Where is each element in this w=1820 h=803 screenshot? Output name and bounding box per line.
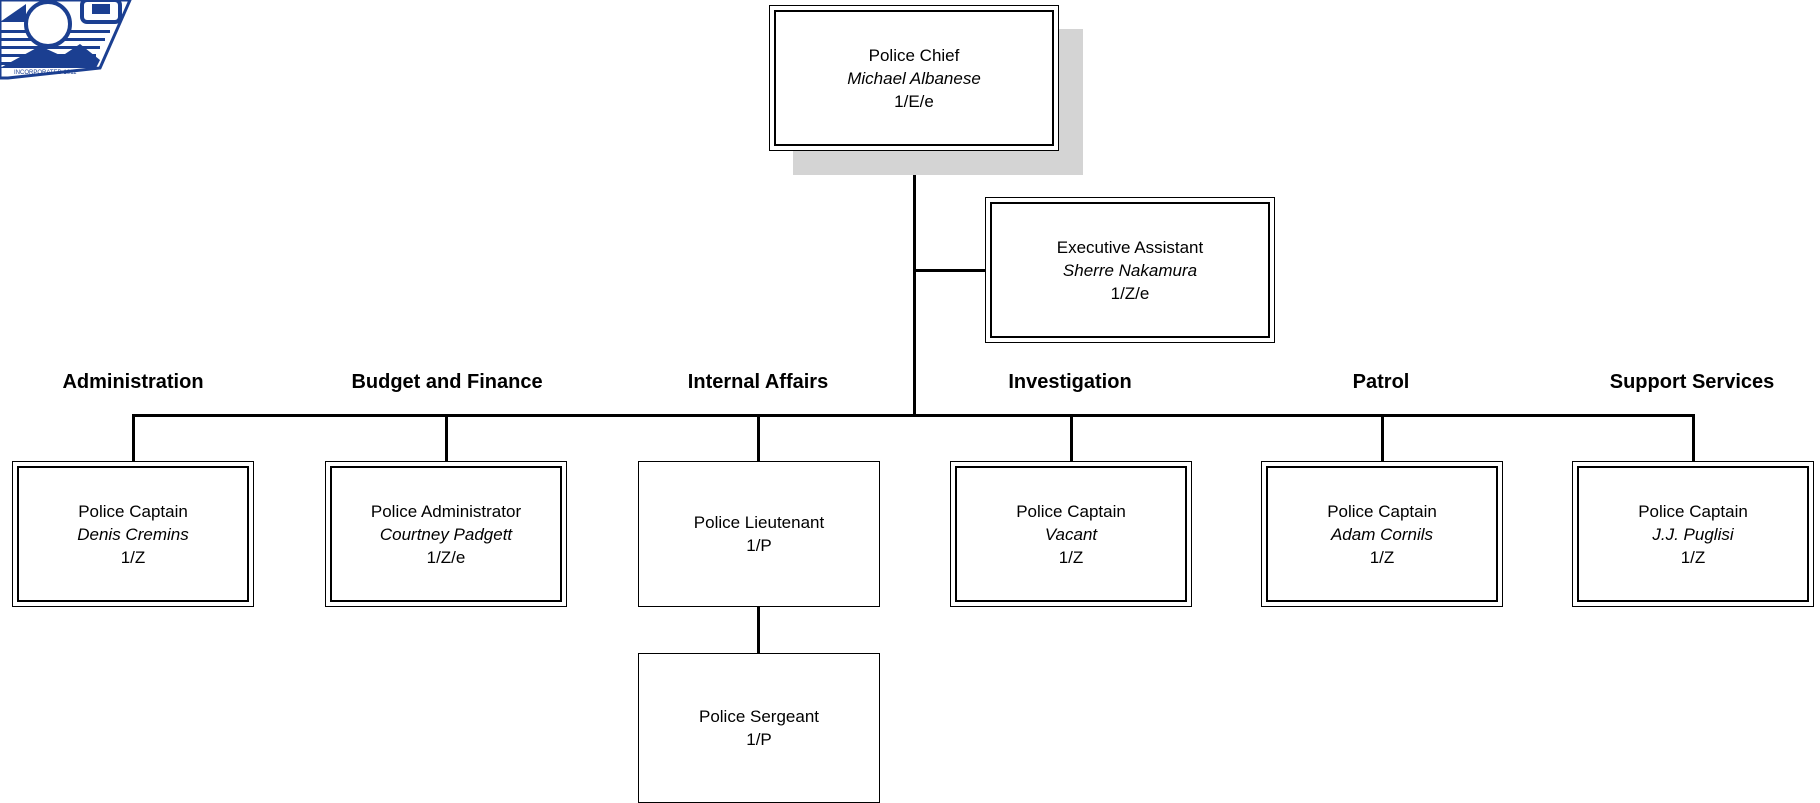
investigation-name: Vacant — [1044, 524, 1098, 544]
drop-internal-affairs — [757, 415, 760, 463]
heading-budget-finance: Budget and Finance — [351, 371, 543, 393]
chief-vertical-connector — [913, 150, 916, 417]
city-seal-logo: INCORPORATED 1911 — [0, 0, 132, 80]
patrol-box: Police Captain Adam Cornils 1/Z — [1261, 461, 1503, 607]
heading-investigation: Investigation — [1008, 371, 1132, 393]
chief-code: 1/E/e — [894, 91, 934, 111]
chief-title: Police Chief — [868, 45, 960, 65]
support-services-code: 1/Z — [1680, 547, 1706, 567]
division-horizontal-connector — [132, 414, 1695, 417]
budget-finance-box: Police Administrator Courtney Padgett 1/… — [325, 461, 567, 607]
investigation-box: Police Captain Vacant 1/Z — [950, 461, 1192, 607]
support-services-title: Police Captain — [1638, 501, 1748, 521]
logo-text: INCORPORATED 1911 — [14, 70, 77, 76]
executive-assistant-box: Executive Assistant Sherre Nakamura 1/Z/… — [985, 197, 1275, 343]
chief-name: Michael Albanese — [847, 68, 981, 88]
drop-administration — [132, 415, 135, 463]
patrol-title: Police Captain — [1327, 501, 1437, 521]
drop-support-services — [1692, 415, 1695, 463]
administration-name: Denis Cremins — [77, 524, 189, 544]
assistant-connector — [914, 269, 987, 272]
sergeant-box: Police Sergeant 1/P — [638, 653, 880, 803]
budget-finance-code: 1/Z/e — [426, 547, 466, 567]
investigation-title: Police Captain — [1016, 501, 1126, 521]
heading-internal-affairs: Internal Affairs — [687, 371, 829, 393]
administration-box: Police Captain Denis Cremins 1/Z — [12, 461, 254, 607]
drop-investigation — [1070, 415, 1073, 463]
lieutenant-to-sergeant-connector — [757, 605, 760, 654]
budget-finance-title: Police Administrator — [370, 501, 522, 521]
internal-affairs-title: Police Lieutenant — [693, 513, 825, 532]
support-services-name: J.J. Puglisi — [1652, 524, 1734, 544]
budget-finance-name: Courtney Padgett — [379, 524, 513, 544]
assistant-name: Sherre Nakamura — [1062, 260, 1198, 280]
heading-support-services: Support Services — [1609, 371, 1775, 393]
investigation-code: 1/Z — [1058, 547, 1084, 567]
internal-affairs-box: Police Lieutenant 1/P — [638, 461, 880, 607]
assistant-code: 1/Z/e — [1110, 283, 1150, 303]
support-services-box: Police Captain J.J. Puglisi 1/Z — [1572, 461, 1814, 607]
sergeant-title: Police Sergeant — [698, 707, 820, 726]
heading-patrol: Patrol — [1352, 371, 1410, 393]
drop-patrol — [1381, 415, 1384, 463]
patrol-name: Adam Cornils — [1330, 524, 1434, 544]
administration-code: 1/Z — [120, 547, 146, 567]
internal-affairs-code: 1/P — [746, 536, 772, 555]
sergeant-code: 1/P — [746, 730, 772, 749]
chief-box: Police Chief Michael Albanese 1/E/e — [769, 5, 1059, 151]
assistant-title: Executive Assistant — [1056, 237, 1204, 257]
patrol-code: 1/Z — [1369, 547, 1395, 567]
drop-budget-finance — [445, 415, 448, 463]
administration-title: Police Captain — [78, 501, 188, 521]
heading-administration: Administration — [62, 371, 204, 393]
